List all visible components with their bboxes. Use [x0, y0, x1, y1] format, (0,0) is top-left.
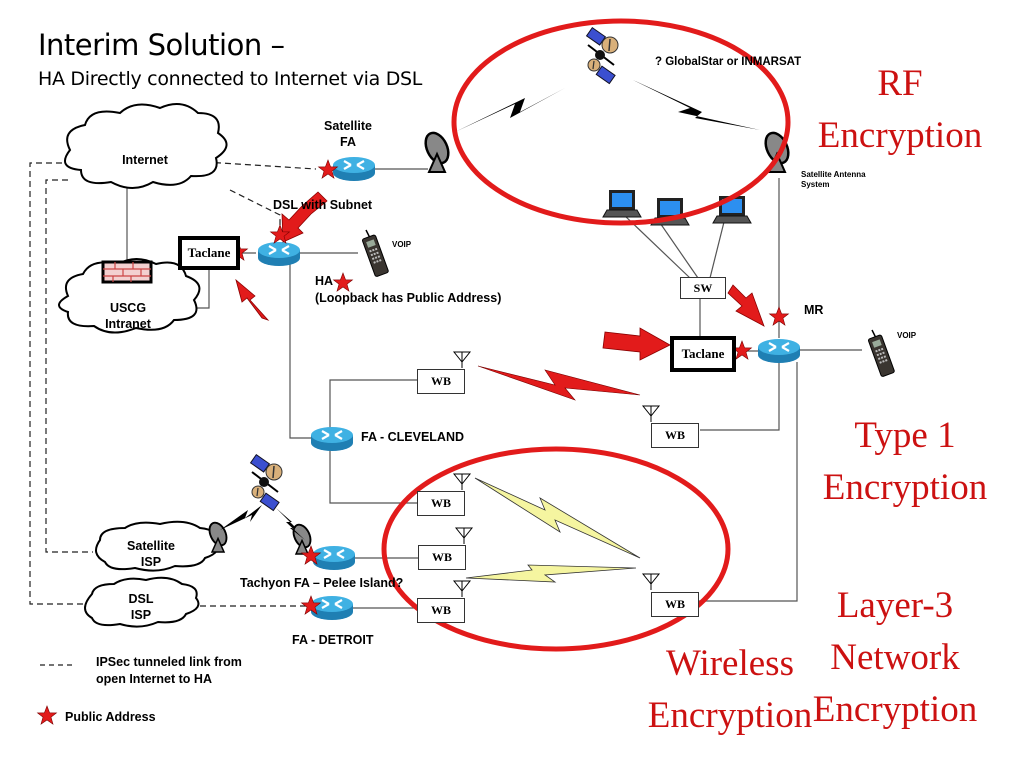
satellite-dish-left-icon — [419, 128, 455, 174]
switch-box: SW — [680, 277, 726, 299]
type1-line1: Type 1 — [854, 415, 956, 456]
legend-public-address: Public Address — [65, 710, 156, 724]
layer3-line1: Layer-3 — [836, 585, 954, 626]
laptop-1-icon — [602, 189, 642, 218]
arrow-to-mr-icon — [727, 284, 765, 327]
satellite-antenna-line2: System — [801, 180, 830, 189]
dsl-isp-line2: ISP — [130, 608, 152, 622]
rf-encryption-annotation: RF Encryption — [800, 58, 1000, 162]
clouds — [58, 103, 228, 628]
arrow-to-ha-router-icon — [281, 191, 328, 243]
satellite-fa-router-icon — [331, 155, 377, 183]
wb-box: WB — [417, 369, 465, 394]
satellite-fa-line2: FA — [340, 135, 356, 149]
slide-subtitle: HA Directly connected to Internet via DS… — [38, 68, 423, 90]
satellite-links — [220, 80, 760, 540]
dsl-isp-label: DSL ISP — [105, 591, 177, 623]
satellite-isp-line2: ISP — [140, 555, 162, 569]
red-arrows — [235, 191, 765, 361]
fa-cleveland-router-icon — [309, 425, 355, 453]
wb-antenna-icon — [453, 473, 471, 491]
legend-ipsec: IPSec tunneled link from open Internet t… — [96, 654, 242, 688]
satellite-bottom-icon — [249, 453, 283, 512]
fa-detroit-router-icon — [309, 594, 355, 622]
ha-label: HA — [315, 274, 334, 288]
satellite-top-icon — [585, 26, 619, 85]
wb-antenna-icon — [642, 573, 660, 591]
satellite-isp-label: Satellite ISP — [115, 538, 187, 570]
wb-box: WB — [418, 545, 466, 570]
wireless-bolt-yellow-1-icon — [474, 477, 641, 559]
ipsec-dashed-lines — [29, 161, 317, 607]
satellite-antenna-line1: Satellite Antenna — [801, 170, 866, 179]
wb-box: WB — [651, 592, 699, 617]
wb-antenna-icon — [455, 527, 473, 545]
internet-label: Internet — [122, 153, 168, 167]
wireless-bolt-yellow-2-icon — [465, 564, 637, 583]
internet-cloud — [63, 103, 228, 189]
uscg-label-line1: USCG — [109, 301, 147, 315]
wb-antenna-icon — [453, 351, 471, 369]
taclane-right-box: Taclane — [670, 336, 736, 372]
uscg-intranet-label: USCG Intranet — [92, 300, 164, 332]
voip-right-label: VOIP — [897, 331, 917, 340]
layer3-line2: Network — [830, 637, 960, 678]
wireless-line1: Wireless — [666, 643, 794, 684]
globalstar-label: ? GlobalStar or INMARSAT — [655, 56, 802, 68]
fa-detroit-label: FA - DETROIT — [292, 633, 374, 647]
fa-cleveland-label: FA - CLEVELAND — [361, 430, 465, 444]
wireless-line2: Encryption — [647, 695, 813, 736]
voip-phone-right-icon — [867, 329, 896, 378]
arrow-to-taclane-right-icon — [602, 327, 671, 361]
wireless-highlight-ring — [381, 446, 731, 652]
dsl-isp-cloud — [84, 576, 200, 628]
lightning-bolt-sat-isp-icon — [220, 505, 262, 530]
tachyon-fa-router-icon — [311, 544, 357, 572]
star-ha-icon — [333, 272, 353, 292]
wireless-encryption-annotation: Wireless Encryption — [630, 638, 830, 742]
lightning-bolt-tachyon-icon — [276, 508, 305, 540]
lightning-bolt-right-icon — [633, 80, 760, 130]
rf-highlight-ring — [451, 18, 791, 226]
satellite-fa-label: Satellite FA — [313, 118, 383, 150]
layer3-encryption-annotation: Layer-3 Network Encryption — [795, 580, 995, 736]
satellite-antenna-label: Satellite Antenna System — [801, 170, 866, 190]
slide-title: Interim Solution – — [38, 28, 285, 62]
legend-ipsec-line2: open Internet to HA — [96, 672, 212, 686]
tachyon-fa-label: Tachyon FA – Pelee Island? — [240, 576, 404, 590]
layer3-line3: Encryption — [812, 689, 978, 730]
lightning-bolt-left-icon — [455, 88, 565, 132]
arrow-to-taclane-left-icon — [235, 278, 270, 321]
wb-box: WB — [417, 598, 465, 623]
rf-line2: Encryption — [817, 115, 983, 156]
satellite-isp-line1: Satellite — [127, 539, 175, 553]
mr-label: MR — [804, 303, 824, 317]
rf-line1: RF — [877, 63, 923, 104]
ha-router-icon — [256, 240, 302, 268]
wb-antenna-icon — [453, 580, 471, 598]
dsl-isp-line1: DSL — [128, 592, 154, 606]
wireless-bolt-red-icon — [477, 365, 641, 401]
legend-ipsec-line1: IPSec tunneled link from — [96, 655, 242, 669]
satellite-fa-line1: Satellite — [324, 119, 372, 133]
wb-box: WB — [651, 423, 699, 448]
voip-phone-left-icon — [361, 229, 390, 278]
uscg-label-line2: Intranet — [105, 317, 151, 331]
mr-router-icon — [756, 337, 802, 365]
voip-left-label: VOIP — [392, 240, 412, 249]
dsl-with-subnet-label: DSL with Subnet — [273, 198, 373, 212]
type1-line2: Encryption — [822, 467, 988, 508]
ha-loopback-note: (Loopback has Public Address) — [315, 291, 502, 305]
wb-antenna-icon — [642, 405, 660, 423]
legend-star-icon — [37, 705, 57, 725]
firewall-icon — [101, 260, 153, 284]
wb-box: WB — [417, 491, 465, 516]
taclane-left-box: Taclane — [178, 236, 240, 270]
connection-lines — [126, 168, 862, 609]
type1-encryption-annotation: Type 1 Encryption — [805, 410, 1005, 514]
